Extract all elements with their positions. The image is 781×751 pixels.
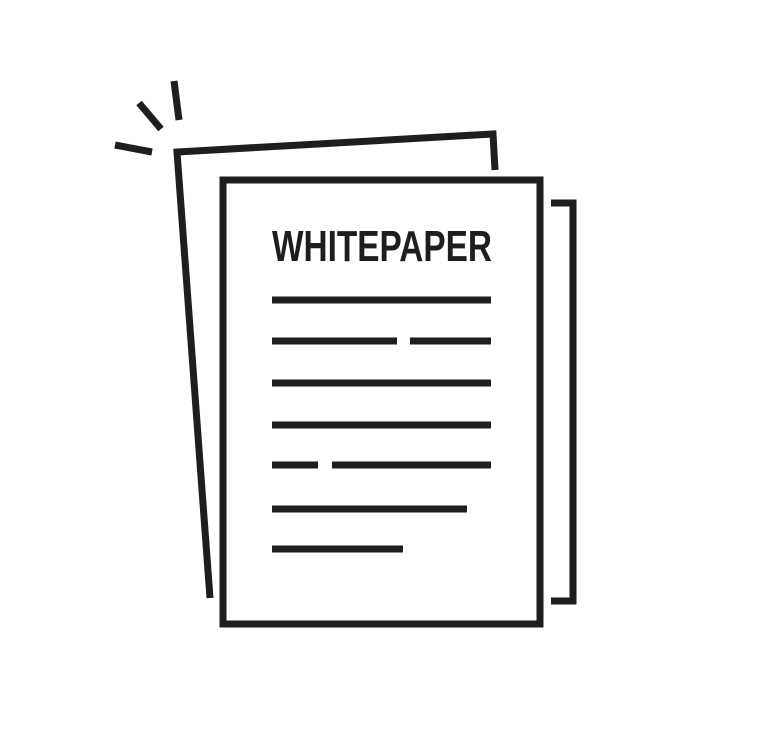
side-bracket-icon bbox=[551, 199, 577, 605]
back-page-icon bbox=[173, 130, 499, 599]
spark-lines-icon bbox=[114, 80, 183, 156]
text-line-icon bbox=[272, 296, 491, 553]
front-page-icon bbox=[219, 176, 544, 628]
document-title: WHITEPAPER bbox=[272, 222, 492, 271]
